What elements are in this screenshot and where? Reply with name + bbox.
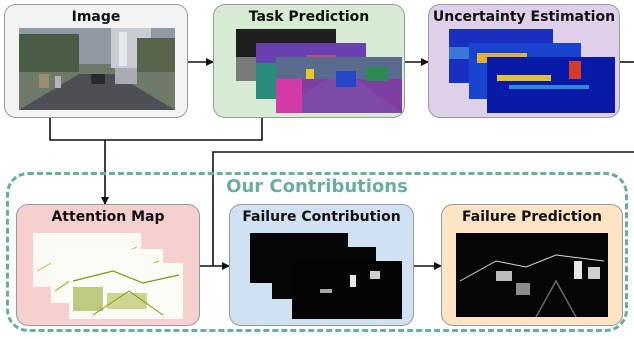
uncertainty-estimation-box: Uncertainty Estimation: [428, 4, 620, 118]
contributions-region: [6, 172, 628, 332]
contributions-label: Our Contributions: [226, 176, 408, 197]
failure-contribution-title: Failure Contribution: [242, 209, 401, 225]
failure-prediction-box: Failure Prediction: [441, 204, 623, 326]
failure-prediction-title: Failure Prediction: [462, 209, 602, 225]
contribution-layer-front: [292, 261, 402, 319]
street-scene-photo: [19, 28, 175, 110]
attention-map-box: Attention Map: [16, 204, 200, 326]
failure-contribution-box: Failure Contribution: [229, 204, 414, 326]
task-prediction-stack: [236, 29, 402, 113]
attention-map-title: Attention Map: [51, 209, 165, 225]
uncertainty-map-stack: [449, 29, 615, 113]
task-prediction-title: Task Prediction: [248, 9, 370, 25]
image-box: Image: [4, 4, 188, 118]
line-image-task-join: [49, 118, 263, 141]
attention-map-stack: [33, 233, 183, 319]
uncertainty-estimation-title: Uncertainty Estimation: [432, 9, 616, 25]
image-box-title: Image: [71, 9, 121, 25]
line-uncertainty-return: [212, 151, 634, 266]
task-prediction-box: Task Prediction: [213, 4, 405, 118]
failure-contribution-stack: [250, 233, 402, 319]
failure-prediction-map: [456, 233, 608, 318]
